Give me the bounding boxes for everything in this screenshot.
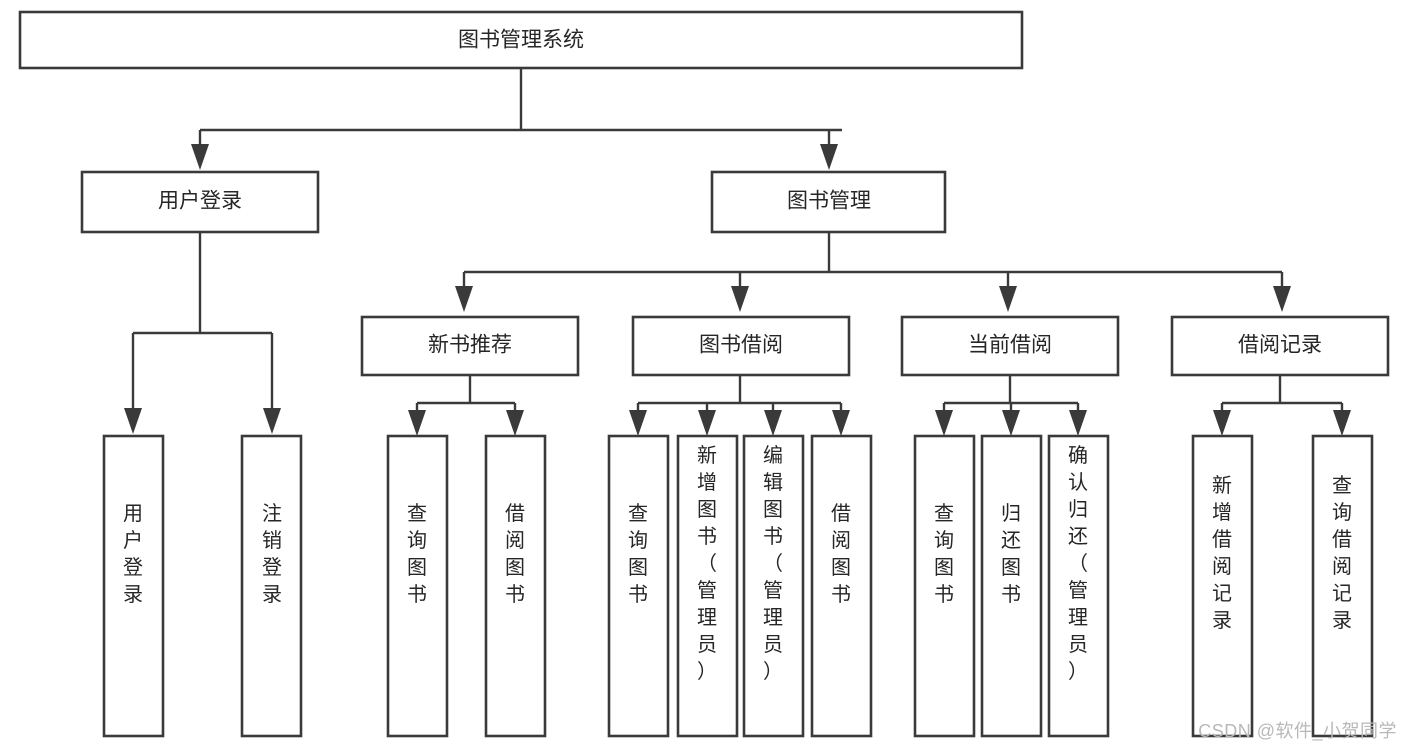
leaf-node-book-borrow-4-label: 借阅图书 — [831, 502, 851, 606]
leaf-node-book-borrow-2-box[interactable] — [676, 434, 739, 738]
arrow-head-nb-leaf1 — [408, 410, 426, 436]
leaf-node-book-borrow-1-box[interactable] — [607, 434, 670, 738]
arrow-head-book-borrow — [731, 286, 749, 312]
leaf-node-book-borrow-4[interactable]: 借阅图书 — [810, 434, 873, 738]
leaf-node-new-book-1[interactable]: 查询图书 — [386, 434, 449, 738]
leaf-node-new-book-1-box[interactable] — [386, 434, 449, 738]
leaf-node-borrow-record-2-label: 查询借阅记录 — [1332, 474, 1352, 632]
node-book-borrow-label: 图书借阅 — [699, 334, 783, 357]
leaf-node-current-borrow-2-box[interactable] — [980, 434, 1043, 738]
arrow-head-user-login — [191, 144, 209, 170]
leaf-node-user-login-1[interactable]: 用户登录 — [102, 434, 165, 738]
leaf-node-user-login-1-label: 用户登录 — [123, 503, 143, 606]
arrow-head-bb-leaf2 — [698, 410, 716, 436]
arrow-head-cb-leaf1 — [935, 410, 953, 436]
node-borrow-record-box[interactable] — [1170, 315, 1390, 377]
leaf-node-new-book-2-box[interactable] — [484, 434, 547, 738]
arrow-head-new-book — [455, 286, 473, 312]
leaf-node-book-borrow-2[interactable]: 新增图书（管理员） — [676, 434, 739, 738]
arrow-head-ul-leaf1 — [124, 408, 142, 434]
arrow-head-current-borrow — [999, 286, 1017, 312]
leaf-node-book-borrow-4-box[interactable] — [810, 434, 873, 738]
node-user-login-label: 用户登录 — [158, 190, 242, 213]
node-user-login-box[interactable] — [80, 170, 320, 234]
leaf-node-current-borrow-3-box[interactable] — [1047, 434, 1110, 738]
leaf-node-current-borrow-2-label: 归还图书 — [1001, 502, 1021, 606]
arrow-head-bb-leaf1 — [629, 410, 647, 436]
node-user-login[interactable]: 用户登录 — [80, 170, 320, 234]
leaf-node-current-borrow-1[interactable]: 查询图书 — [913, 434, 976, 738]
leaf-node-user-login-2[interactable]: 注销登录 — [240, 434, 303, 738]
leaf-node-current-borrow-3[interactable]: 确认归还（管理员） — [1047, 434, 1110, 738]
leaf-node-borrow-record-1-box[interactable] — [1191, 434, 1254, 738]
arrow-head-br-leaf1 — [1213, 410, 1231, 436]
leaf-node-new-book-2-label: 借阅图书 — [505, 502, 525, 606]
arrow-head-ul-leaf2 — [263, 408, 281, 434]
leaf-node-book-borrow-3[interactable]: 编辑图书（管理员） — [742, 434, 805, 738]
leaf-node-new-book-2[interactable]: 借阅图书 — [484, 434, 547, 738]
node-new-book-recommend-label: 新书推荐 — [428, 334, 512, 357]
leaf-node-current-borrow-1-label: 查询图书 — [934, 502, 954, 606]
leaf-node-borrow-record-1-label: 新增借阅记录 — [1212, 474, 1232, 632]
arrow-head-nb-leaf2 — [506, 410, 524, 436]
node-new-book-recommend-box[interactable] — [360, 315, 580, 377]
watermark-label: CSDN @软件_小贺同学 — [1198, 721, 1397, 741]
connector-layer — [124, 68, 1351, 436]
leaf-node-borrow-record-1[interactable]: 新增借阅记录 — [1191, 434, 1254, 738]
node-book-borrow[interactable]: 图书借阅 — [631, 315, 851, 377]
node-new-book-recommend[interactable]: 新书推荐 — [360, 315, 580, 377]
node-root-system-label: 图书管理系统 — [458, 29, 584, 52]
leaf-node-current-borrow-3-label: 确认归还（管理员） — [1068, 444, 1088, 683]
leaf-node-user-login-2-label: 注销登录 — [262, 502, 282, 606]
leaf-node-user-login-2-box[interactable] — [240, 434, 303, 738]
node-book-management-box[interactable] — [710, 170, 947, 234]
node-current-borrow-label: 当前借阅 — [968, 334, 1052, 357]
arrow-head-borrow-record — [1273, 286, 1291, 312]
arrow-head-bb-leaf3 — [764, 410, 782, 436]
node-book-management-label: 图书管理 — [787, 190, 871, 213]
node-borrow-record-label: 借阅记录 — [1238, 334, 1322, 357]
leaf-node-book-borrow-1[interactable]: 查询图书 — [607, 434, 670, 738]
leaf-node-borrow-record-2-box[interactable] — [1311, 434, 1374, 738]
arrow-head-cb-leaf2 — [1002, 410, 1020, 436]
leaf-node-book-borrow-3-label: 编辑图书（管理员） — [763, 444, 783, 683]
leaf-node-current-borrow-1-box[interactable] — [913, 434, 976, 738]
node-root-system-box[interactable] — [18, 10, 1024, 70]
leaf-node-book-borrow-3-box[interactable] — [742, 434, 805, 738]
arrow-head-br-leaf2 — [1333, 410, 1351, 436]
node-root-system[interactable]: 图书管理系统 — [18, 10, 1024, 70]
node-book-borrow-box[interactable] — [631, 315, 851, 377]
leaf-node-new-book-1-label: 查询图书 — [407, 502, 427, 606]
leaf-node-current-borrow-2[interactable]: 归还图书 — [980, 434, 1043, 738]
node-current-borrow-box[interactable] — [900, 315, 1120, 377]
leaf-node-book-borrow-2-label: 新增图书（管理员） — [697, 444, 717, 683]
leaf-node-borrow-record-2[interactable]: 查询借阅记录 — [1311, 434, 1374, 738]
node-book-management[interactable]: 图书管理 — [710, 170, 947, 234]
node-borrow-record[interactable]: 借阅记录 — [1170, 315, 1390, 377]
node-current-borrow[interactable]: 当前借阅 — [900, 315, 1120, 377]
leaf-node-user-login-1-box[interactable] — [102, 434, 165, 738]
arrow-head-bb-leaf4 — [832, 410, 850, 436]
leaf-node-book-borrow-1-label: 查询图书 — [628, 502, 648, 606]
arrow-head-cb-leaf3 — [1069, 410, 1087, 436]
arrow-head-book-mgmt — [820, 144, 838, 170]
